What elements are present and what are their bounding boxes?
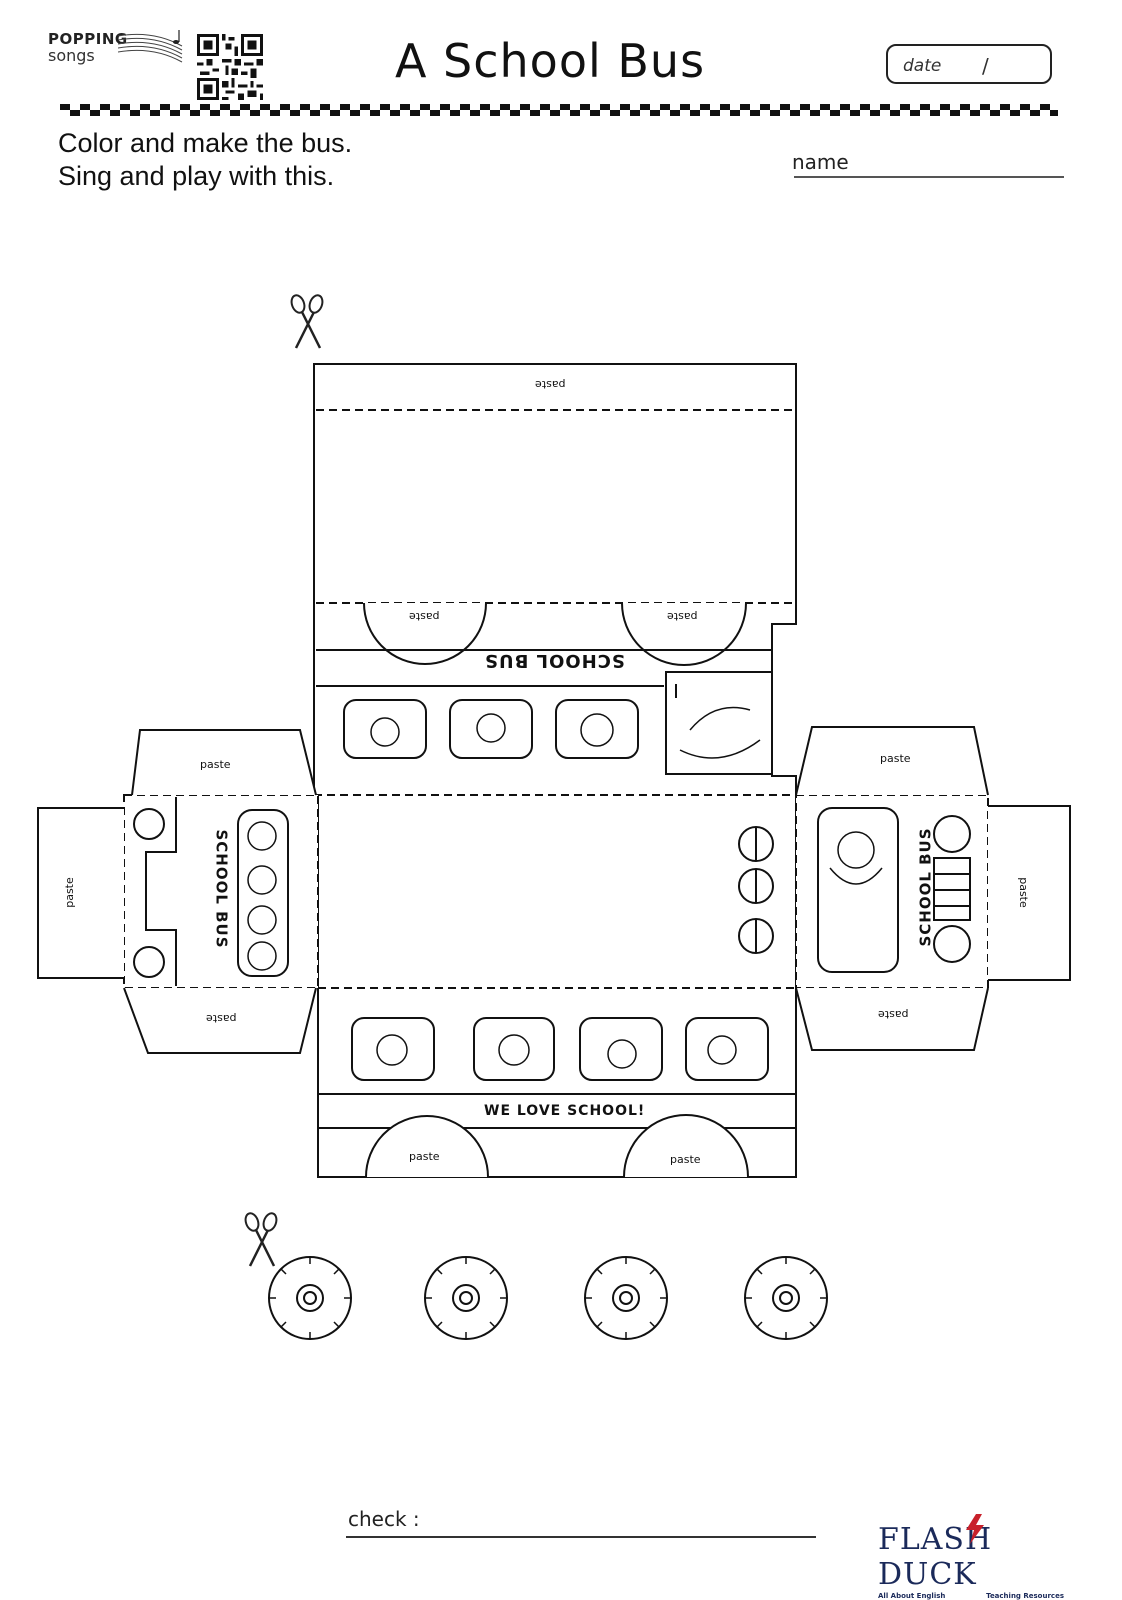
paste-label-upper-left: paste — [409, 610, 440, 623]
brand-tagline-left: All About English — [878, 1592, 946, 1600]
paste-label-top: paste — [535, 378, 566, 391]
scissors-icon — [244, 1212, 278, 1267]
rear-bus-text: SCHOOL BUS — [212, 829, 231, 949]
paste-label-rear-bottom: paste — [206, 1012, 237, 1025]
qr-code-icon — [197, 34, 263, 100]
front-bus-text: SCHOOL BUS — [916, 827, 935, 947]
paste-label-lower-left: paste — [409, 1150, 440, 1163]
name-label: name — [792, 150, 849, 174]
lightning-bolt-icon — [966, 1514, 984, 1544]
scissors-icon — [290, 294, 324, 349]
checkered-divider — [60, 104, 1058, 116]
popping-songs-logo: POPPING — [48, 30, 128, 48]
paste-label-rear-top: paste — [200, 758, 231, 771]
instruction-line-1: Color and make the bus. — [58, 128, 353, 158]
brand-tagline-right: Teaching Resources — [986, 1592, 1064, 1600]
name-field[interactable] — [794, 176, 1064, 178]
check-field[interactable] — [346, 1536, 816, 1538]
paste-label-front-side: paste — [1016, 877, 1030, 908]
date-field[interactable] — [886, 44, 1052, 84]
paste-label-upper-right: paste — [667, 610, 698, 623]
paste-label-rear-side: paste — [62, 877, 76, 908]
upper-side-bus-text: SCHOOL BUS — [484, 650, 625, 671]
date-separator: / — [982, 54, 989, 78]
paste-label-front-bottom: paste — [878, 1008, 909, 1021]
popping-songs-logo-sub: songs — [48, 46, 95, 65]
instruction-line-2: Sing and play with this. — [58, 161, 335, 191]
paste-label-front-top: paste — [880, 752, 911, 765]
paste-label-lower-right: paste — [670, 1153, 701, 1166]
page-title: A School Bus — [394, 34, 706, 88]
date-label: date — [903, 56, 942, 76]
music-staff-icon — [118, 30, 183, 63]
lower-side-bus-text: WE LOVE SCHOOL! — [484, 1103, 646, 1119]
check-label: check : — [348, 1507, 420, 1531]
